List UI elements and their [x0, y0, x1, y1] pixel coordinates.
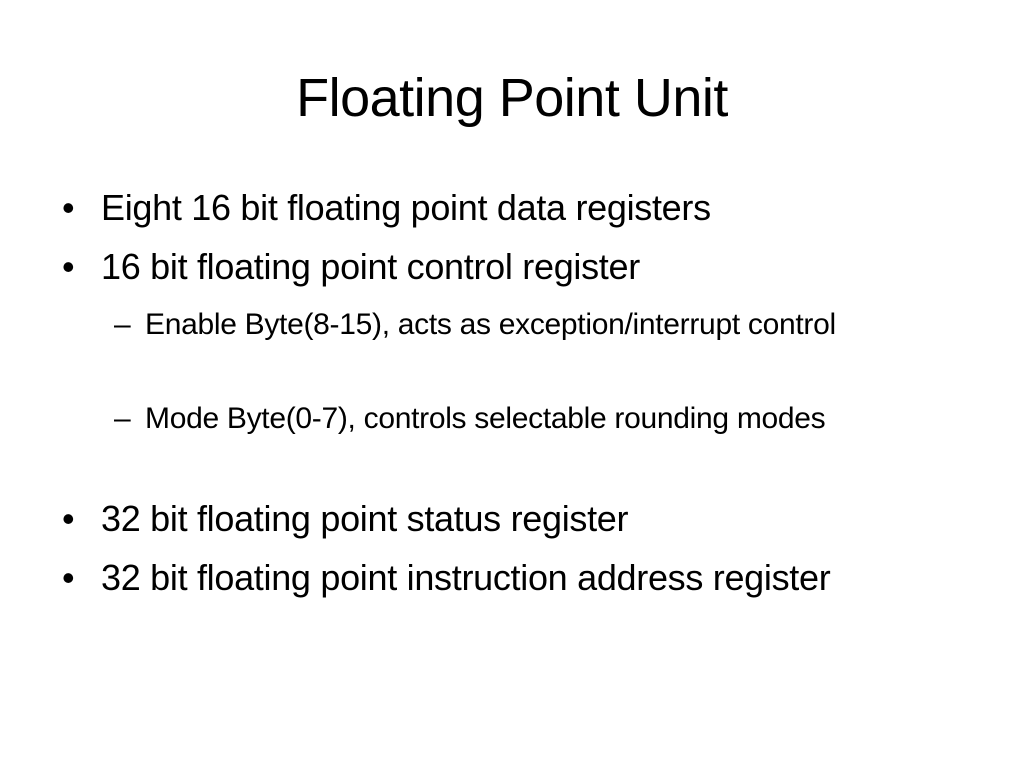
bullet-item: • 32 bit floating point instruction addr…	[62, 557, 921, 599]
bullet-item: • 32 bit floating point status register	[62, 498, 921, 540]
dash-icon: –	[114, 402, 131, 435]
slide-title: Floating Point Unit	[296, 68, 728, 128]
bullet-item: • 16 bit floating point control register	[62, 246, 921, 288]
bullet-dot-icon: •	[62, 246, 75, 287]
sub-bullet-text: Mode Byte(0-7), controls selectable roun…	[145, 402, 826, 435]
bullet-text: 32 bit floating point status register	[101, 498, 629, 539]
sub-bullet-item: – Enable Byte(8-15), acts as exception/i…	[114, 307, 975, 343]
bullet-text: 16 bit floating point control register	[101, 246, 640, 287]
dash-icon: –	[114, 308, 131, 341]
bullet-dot-icon: •	[62, 557, 75, 598]
bullet-dot-icon: •	[62, 498, 75, 539]
bullet-dot-icon: •	[62, 187, 75, 228]
bullet-item: • Eight 16 bit floating point data regis…	[62, 187, 921, 229]
sub-bullet-item: – Mode Byte(0-7), controls selectable ro…	[114, 401, 975, 437]
bullet-text: Eight 16 bit floating point data registe…	[101, 187, 711, 228]
bullet-text: 32 bit floating point instruction addres…	[101, 557, 831, 598]
sub-bullet-text: Enable Byte(8-15), acts as exception/int…	[145, 308, 836, 341]
